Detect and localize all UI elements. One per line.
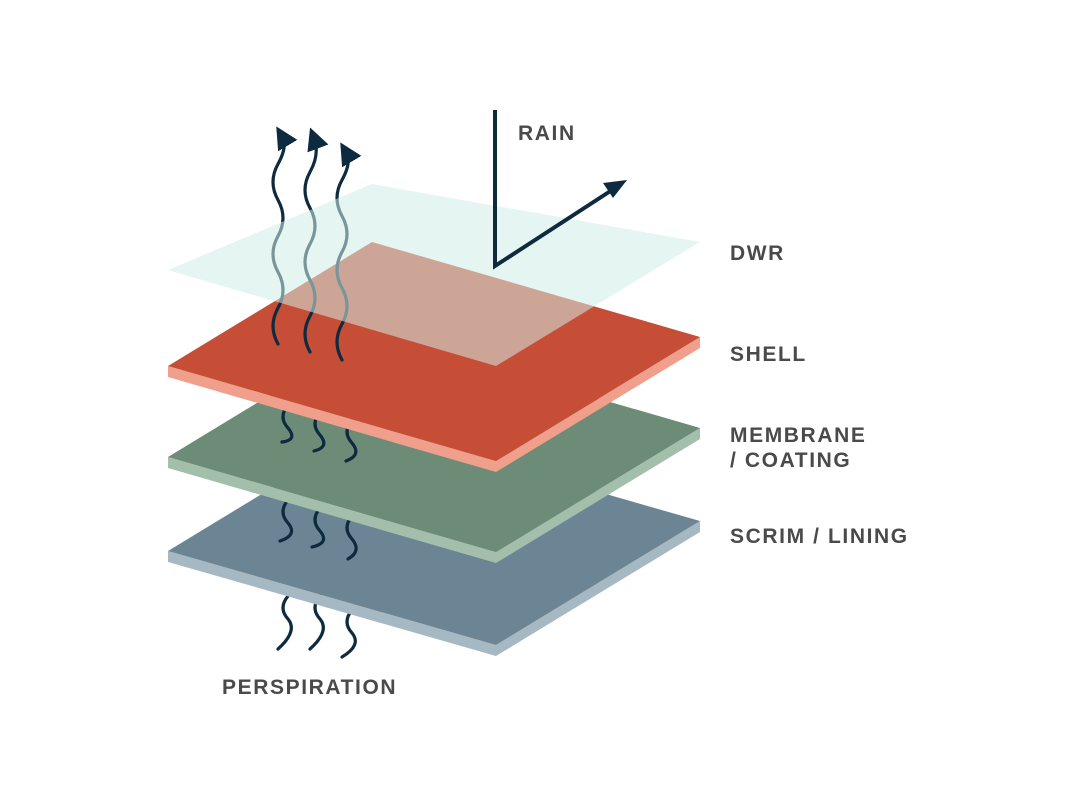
deflect-arrow-icon — [493, 110, 614, 270]
membrane-coating-label: MEMBRANE / COATING — [730, 423, 866, 473]
dwr-label: DWR — [730, 242, 785, 265]
vapor-waves-lower — [278, 498, 358, 561]
membrane-label-line1: MEMBRANE — [730, 424, 867, 447]
scrim-lining-label: SCRIM / LINING — [730, 525, 909, 548]
rain-arrow — [493, 110, 627, 270]
membrane-label-line2: / COATING — [730, 449, 852, 472]
dwr-layer — [168, 184, 700, 366]
perspiration-label: PERSPIRATION — [222, 676, 398, 699]
shell-label: SHELL — [730, 343, 807, 366]
rain-arrowhead — [603, 180, 627, 198]
rain-label: RAIN — [518, 122, 576, 145]
